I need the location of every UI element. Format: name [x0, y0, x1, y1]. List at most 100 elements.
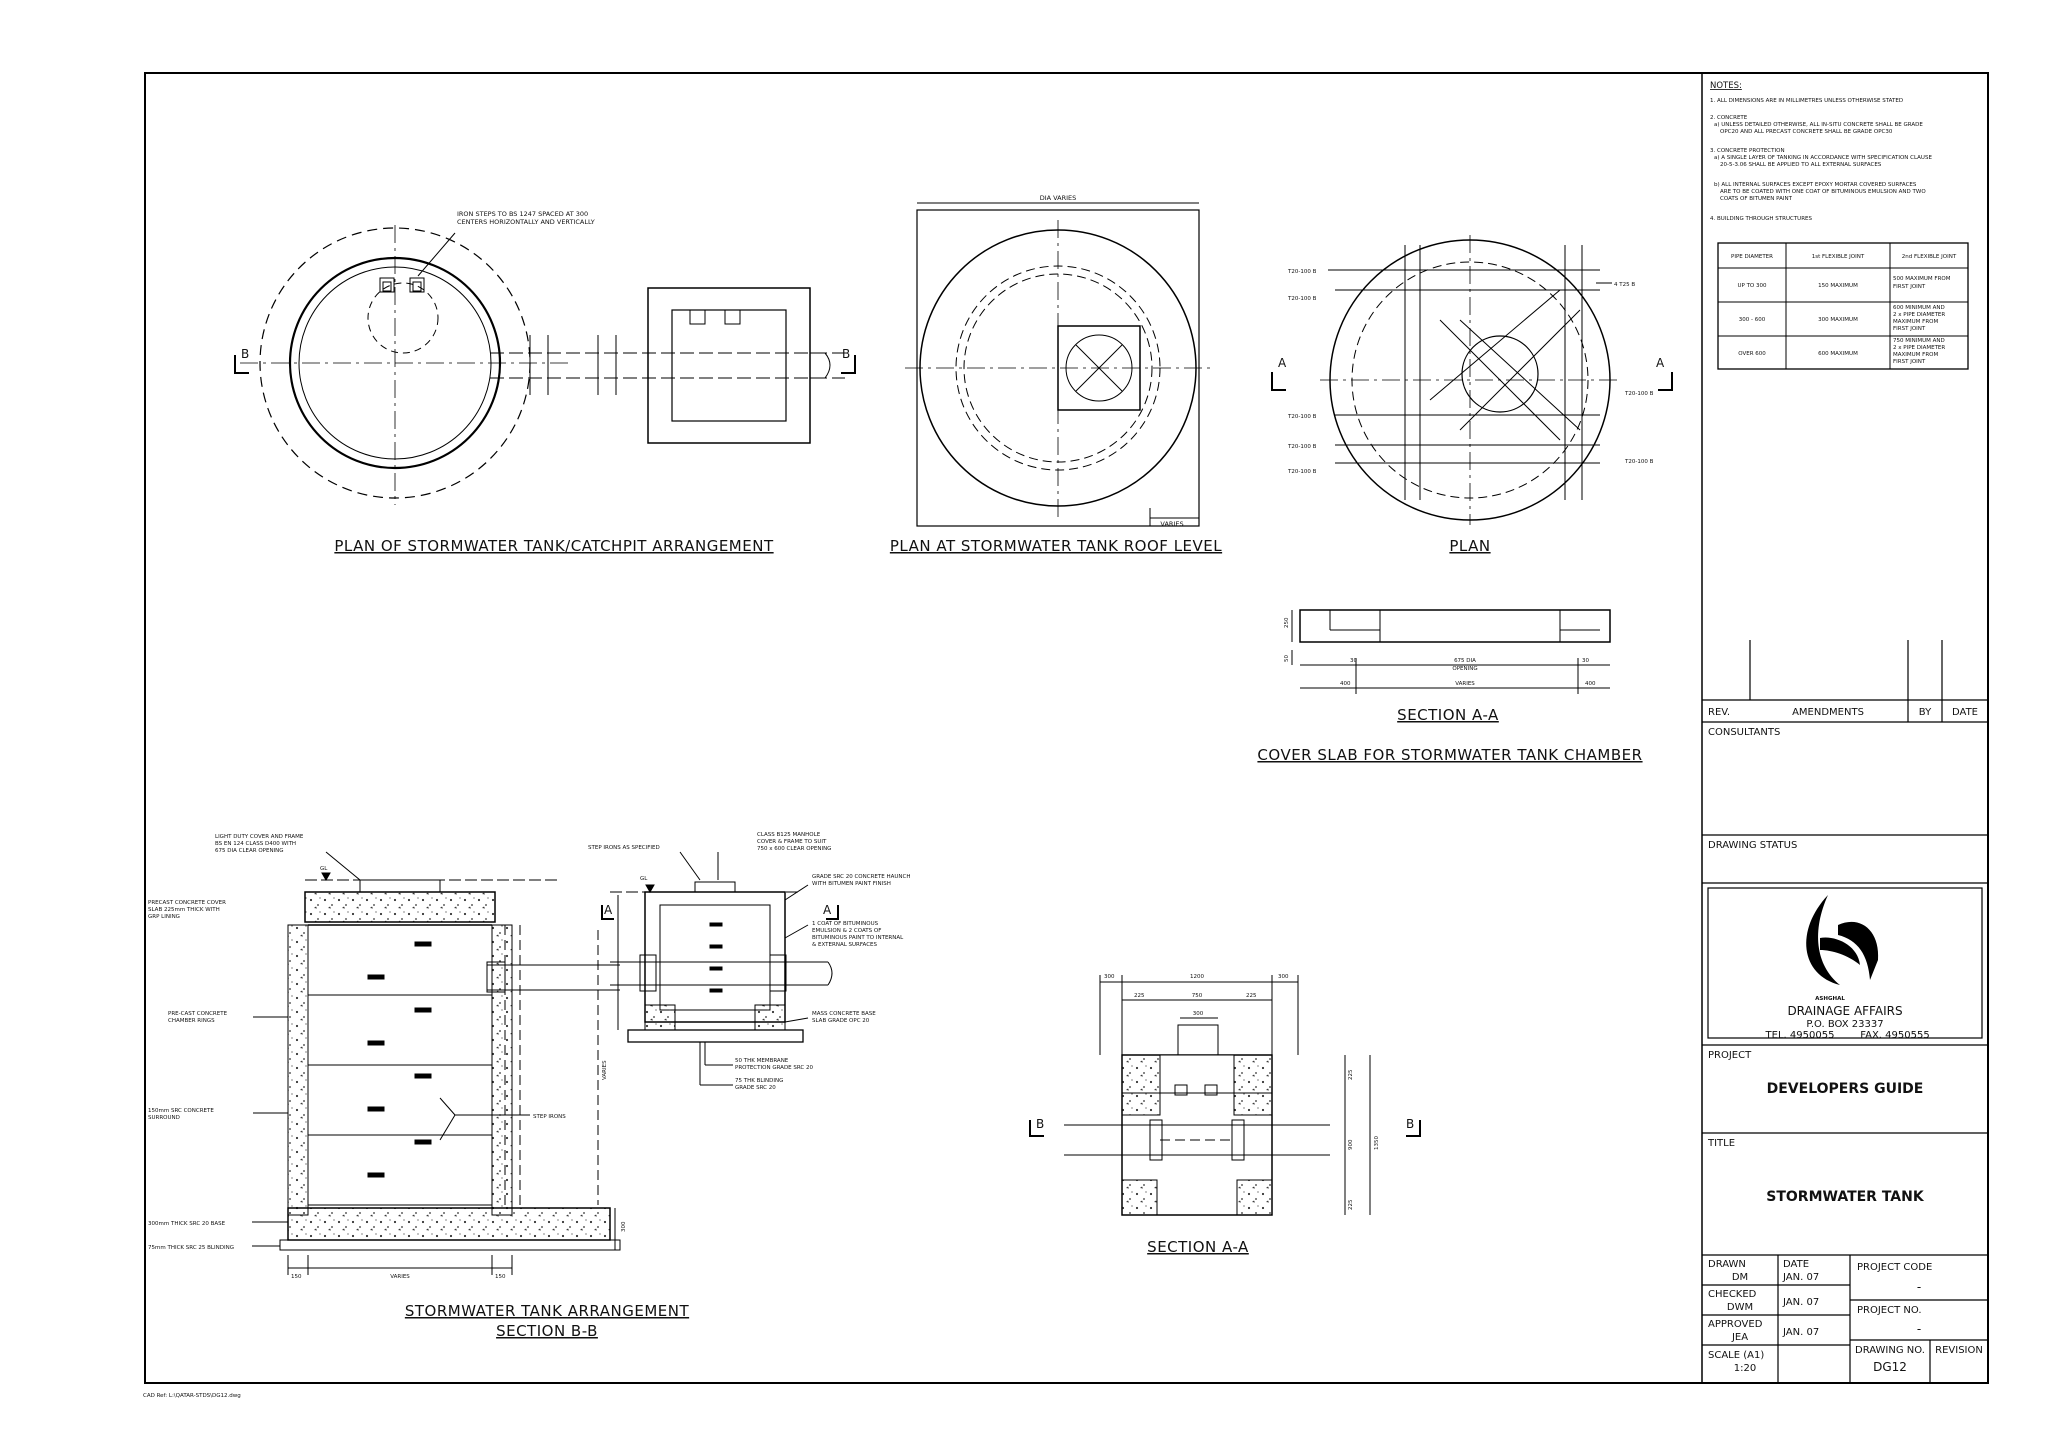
dim-150-left: 150 — [291, 1274, 302, 1280]
dim-30-right: 30 — [1582, 658, 1589, 664]
precast-slab-note-2: SLAB 225mm THICK WITH — [148, 907, 220, 913]
sheet-border — [144, 72, 1989, 1384]
tb-drawing-no-label: DRAWING NO. — [1855, 1345, 1925, 1356]
tb-consultants: CONSULTANTS — [1708, 727, 1780, 738]
dim-300-cover: 300 — [1193, 1011, 1204, 1017]
note-3c: 20-5-3.06 SHALL BE APPLIED TO ALL EXTERN… — [1720, 162, 1882, 168]
section-mark-b-right: B — [842, 347, 850, 361]
tb-title-label: TITLE — [1707, 1138, 1735, 1149]
dim-50: 50 — [1284, 655, 1290, 662]
blinding-note-2: GRADE SRC 20 — [735, 1085, 776, 1091]
tb-approved-date: JAN. 07 — [1782, 1327, 1819, 1338]
notes-panel: NOTES: 1. ALL DIMENSIONS ARE IN MILLIMET… — [1710, 81, 1932, 222]
title-arrangement-2: SECTION B-B — [496, 1322, 598, 1340]
precast-rings-note-2: CHAMBER RINGS — [168, 1018, 215, 1024]
light-duty-note-3: 675 DIA CLEAR OPENING — [215, 848, 284, 854]
title-section-aa-slab: SECTION A-A — [1397, 706, 1499, 724]
tb-checked: DWM — [1727, 1302, 1753, 1313]
tb-date-label: DATE — [1783, 1259, 1809, 1270]
blinding-note-1: 75 THK BLINDING — [735, 1078, 783, 1084]
dim-675-1: 675 DIA — [1454, 658, 1476, 664]
base-300-note: 300mm THICK SRC 20 BASE — [148, 1221, 226, 1227]
dim-150-right: 150 — [495, 1274, 506, 1280]
rebar-label-2: T20-100 B — [1287, 296, 1317, 302]
tb-project-code: - — [1917, 1280, 1921, 1294]
tb-date: DATE — [1952, 707, 1978, 718]
bitumen-note-2: EMULSION & 2 COATS OF — [812, 928, 881, 934]
joint-row3-second-1: 750 MINIMUM AND — [1893, 338, 1945, 344]
tb-drawn: DM — [1732, 1272, 1748, 1283]
iron-steps-note-1: IRON STEPS TO BS 1247 SPACED AT 300 — [457, 210, 588, 218]
title-plan-catchpit: PLAN OF STORMWATER TANK/CATCHPIT ARRANGE… — [334, 537, 774, 555]
rebar-label-8: T20-100 B — [1624, 459, 1654, 465]
tb-approved: JEA — [1731, 1332, 1748, 1343]
cover-slab-section — [1291, 609, 1611, 694]
tb-amendments: AMENDMENTS — [1792, 707, 1864, 718]
tb-fax: FAX. 4950555 — [1860, 1030, 1929, 1041]
section-mark-a-cp-right: A — [823, 903, 832, 917]
joint-table — [1717, 242, 1969, 370]
logo-text: ASHGHAL — [1815, 996, 1845, 1002]
dim-300-right: 300 — [1278, 974, 1289, 980]
rebar-label-3: T20-100 B — [1287, 414, 1317, 420]
notes-heading: NOTES: — [1710, 81, 1742, 91]
gl-label-catchpit: GL — [640, 876, 648, 882]
note-2a: 2. CONCRETE — [1710, 115, 1748, 121]
membrane-note-1: 50 THK MEMBRANE — [735, 1058, 789, 1064]
rebar-label-4: T20-100 B — [1287, 444, 1317, 450]
joint-row2-second-3: MAXIMUM FROM — [1893, 319, 1938, 325]
ashghal-logo: ASHGHAL — [1806, 895, 1879, 1002]
catchpit-section — [601, 851, 839, 1086]
dim-225-left: 225 — [1134, 993, 1145, 999]
title-plan-roof: PLAN AT STORMWATER TANK ROOF LEVEL — [890, 537, 1222, 555]
chamber-section — [1029, 975, 1421, 1216]
note-2b: a) UNLESS DETAILED OTHERWISE, ALL IN-SIT… — [1714, 122, 1923, 128]
tb-checked-date: JAN. 07 — [1782, 1297, 1819, 1308]
joint-row3-second-4: FIRST JOINT — [1893, 359, 1926, 365]
blinding-75-note: 75mm THICK SRC 25 BLINDING — [148, 1245, 234, 1251]
tb-title: STORMWATER TANK — [1766, 1189, 1925, 1205]
bitumen-note-3: BITUMINOUS PAINT TO INTERNAL — [812, 935, 904, 941]
tb-project-no-label: PROJECT NO. — [1857, 1305, 1922, 1316]
haunch-note-2: WITH BITUMEN PAINT FINISH — [812, 881, 891, 887]
haunch-note-1: GRADE SRC 20 CONCRETE HAUNCH — [812, 874, 910, 880]
tb-drawing-no: DG12 — [1873, 1360, 1907, 1374]
note-3d: b) ALL INTERNAL SURFACES EXCEPT EPOXY MO… — [1714, 182, 1917, 188]
class-b125-note-1: CLASS B125 MANHOLE — [757, 832, 821, 838]
gl-label-tank: GL — [320, 866, 328, 872]
surround-note-2: SURROUND — [148, 1115, 180, 1121]
tb-checked-label: CHECKED — [1708, 1289, 1757, 1300]
joint-row2-second-1: 600 MINIMUM AND — [1893, 305, 1945, 311]
dim-225-top: 225 — [1348, 1069, 1354, 1080]
tb-org: DRAINAGE AFFAIRS — [1787, 1004, 1902, 1018]
section-mark-a-right: A — [1656, 356, 1665, 370]
tb-tel: TEL. 4950055 — [1765, 1030, 1835, 1041]
tb-drawn-label: DRAWN — [1708, 1259, 1746, 1270]
mass-base-note-2: SLAB GRADE OPC 20 — [812, 1018, 870, 1024]
step-irons-note: STEP IRONS — [533, 1114, 566, 1120]
class-b125-note-2: COVER & FRAME TO SUIT — [757, 839, 827, 845]
tb-drawing-status: DRAWING STATUS — [1708, 840, 1797, 851]
dim-400-right: 400 — [1585, 681, 1596, 687]
title-arrangement-1: STORMWATER TANK ARRANGEMENT — [405, 1302, 690, 1320]
rebar-label-5: T20-100 B — [1287, 469, 1317, 475]
dim-225-bottom: 225 — [1348, 1199, 1354, 1210]
membrane-note-2: PROTECTION GRADE SRC 20 — [735, 1065, 814, 1071]
note-3e: ARE TO BE COATED WITH ONE COAT OF BITUMI… — [1720, 189, 1926, 195]
note-3f: COATS OF BITUMEN PAINT — [1720, 196, 1793, 202]
rebar-label-7: T20-100 B — [1624, 391, 1654, 397]
section-mark-b-chamber-right: B — [1406, 1117, 1414, 1131]
title-block — [1702, 640, 1988, 1383]
joint-row1-second-2: FIRST JOINT — [1893, 284, 1926, 290]
joint-header-first: 1st FLEXIBLE JOINT — [1812, 254, 1865, 260]
section-mark-b-chamber-left: B — [1036, 1117, 1044, 1131]
dim-varies-slab: VARIES — [1455, 681, 1475, 687]
precast-slab-note-1: PRECAST CONCRETE COVER — [148, 900, 226, 906]
plan-roof-view — [905, 202, 1210, 527]
joint-row3-second-3: MAXIMUM FROM — [1893, 352, 1938, 358]
rebar-label-1: T20-100 B — [1287, 269, 1317, 275]
light-duty-note-2: BS EN 124 CLASS D400 WITH — [215, 841, 296, 847]
section-mark-a-left: A — [1278, 356, 1287, 370]
tb-drawn-date: JAN. 07 — [1782, 1272, 1819, 1283]
dim-300-base: 300 — [621, 1221, 627, 1232]
